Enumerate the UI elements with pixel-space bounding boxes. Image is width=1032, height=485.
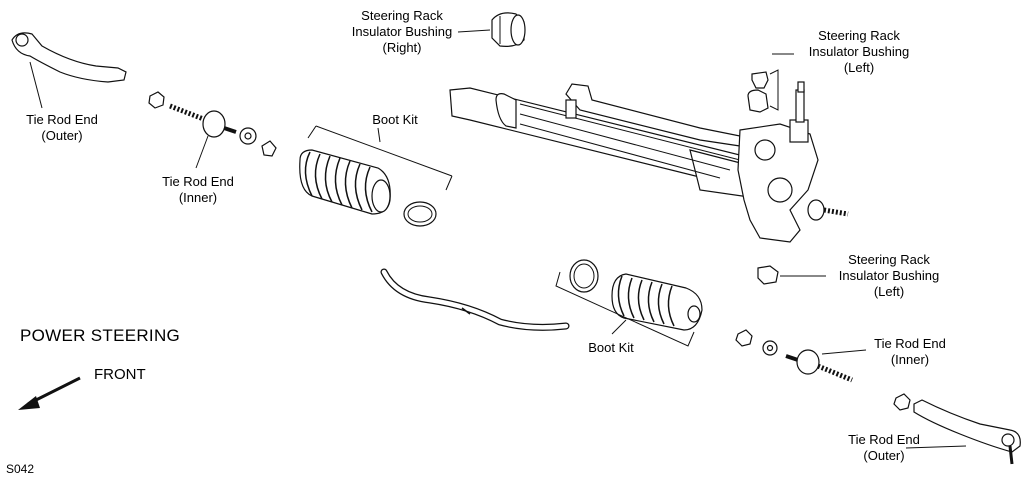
front-label: FRONT	[94, 366, 146, 383]
leader-lines	[29, 29, 967, 449]
diagram-title: POWER STEERING	[20, 326, 181, 345]
washers-left-part	[239, 127, 277, 157]
label-insulator-bushing-right: Steering Rack Insulator Bushing (Right)	[351, 8, 453, 55]
boot-clamp-lower-part	[569, 259, 599, 293]
insulator-bushing-left-lower-part	[757, 265, 779, 285]
tie-rod-end-outer-right-part	[913, 399, 1021, 465]
insulator-bushing-right-part	[491, 12, 526, 47]
insulator-bushing-left-upper-part	[747, 69, 779, 113]
lock-nut-left-part	[148, 91, 165, 109]
label-insulator-bushing-left-upper: Steering Rack Insulator Bushing (Left)	[808, 28, 910, 75]
label-tie-rod-end-outer-right: Tie Rod End (Outer)	[848, 432, 920, 463]
steering-rack-assembly-part	[449, 81, 849, 243]
label-boot-kit-upper: Boot Kit	[372, 112, 418, 127]
boot-kit-lower-bracket	[555, 271, 695, 347]
figure-code: S042	[6, 462, 35, 476]
label-tie-rod-end-outer-left: Tie Rod End (Outer)	[26, 112, 98, 143]
boot-clamp-upper-part	[403, 201, 437, 227]
front-arrow-icon	[18, 376, 81, 410]
washers-right-part	[735, 329, 778, 356]
tie-rod-end-inner-right-part	[785, 349, 853, 383]
return-hose-part	[380, 268, 570, 331]
boot-upper-part	[299, 149, 391, 215]
tie-rod-end-outer-left-part	[11, 32, 127, 83]
lock-nut-right-part	[893, 393, 911, 411]
boot-kit-upper-bracket	[307, 125, 453, 191]
label-insulator-bushing-left-lower: Steering Rack Insulator Bushing (Left)	[838, 252, 940, 299]
label-boot-kit-lower: Boot Kit	[588, 340, 634, 355]
label-tie-rod-end-inner-right: Tie Rod End (Inner)	[874, 336, 946, 367]
tie-rod-end-inner-left-part	[169, 103, 237, 138]
boot-lower-part	[611, 273, 703, 331]
label-tie-rod-end-inner-left: Tie Rod End (Inner)	[162, 174, 234, 205]
